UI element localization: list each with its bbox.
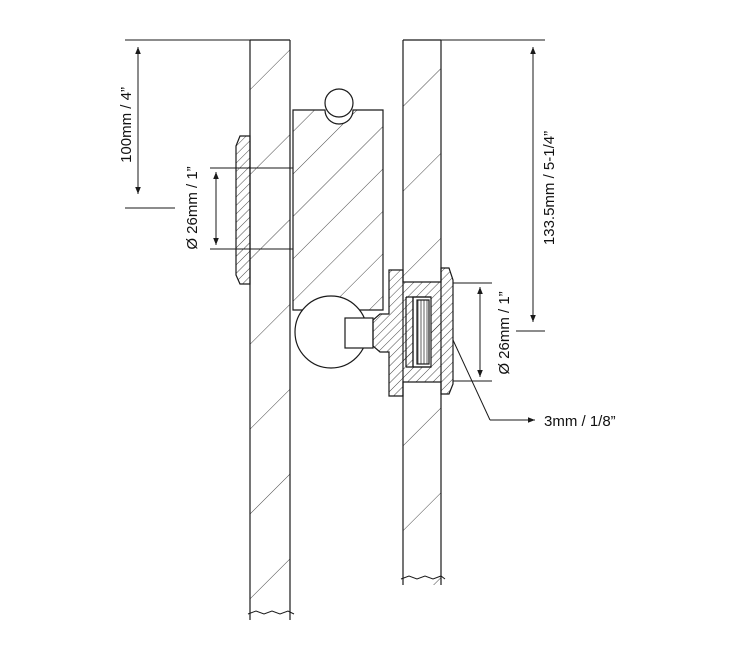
left-mounting-washer (235, 135, 251, 285)
label-100mm: 100mm / 4” (118, 87, 135, 163)
left-glass-panel (247, 39, 295, 620)
roller-block (292, 109, 384, 311)
fixing-insert (405, 296, 432, 368)
dimension-100mm (125, 47, 175, 209)
dimension-gap-leader (452, 339, 535, 423)
label-right-hole: Ø 26mm / 1” (496, 291, 513, 374)
top-roller-ball (324, 88, 354, 118)
axle-pin (344, 317, 374, 349)
dimension-left-hole (210, 167, 293, 250)
dimension-right-hole (453, 282, 492, 382)
label-133mm: 133.5mm / 5-1/4” (541, 131, 558, 245)
label-left-hole: Ø 26mm / 1” (184, 166, 201, 249)
label-gap: 3mm / 1/8” (544, 413, 616, 430)
dimension-133mm (516, 47, 545, 332)
